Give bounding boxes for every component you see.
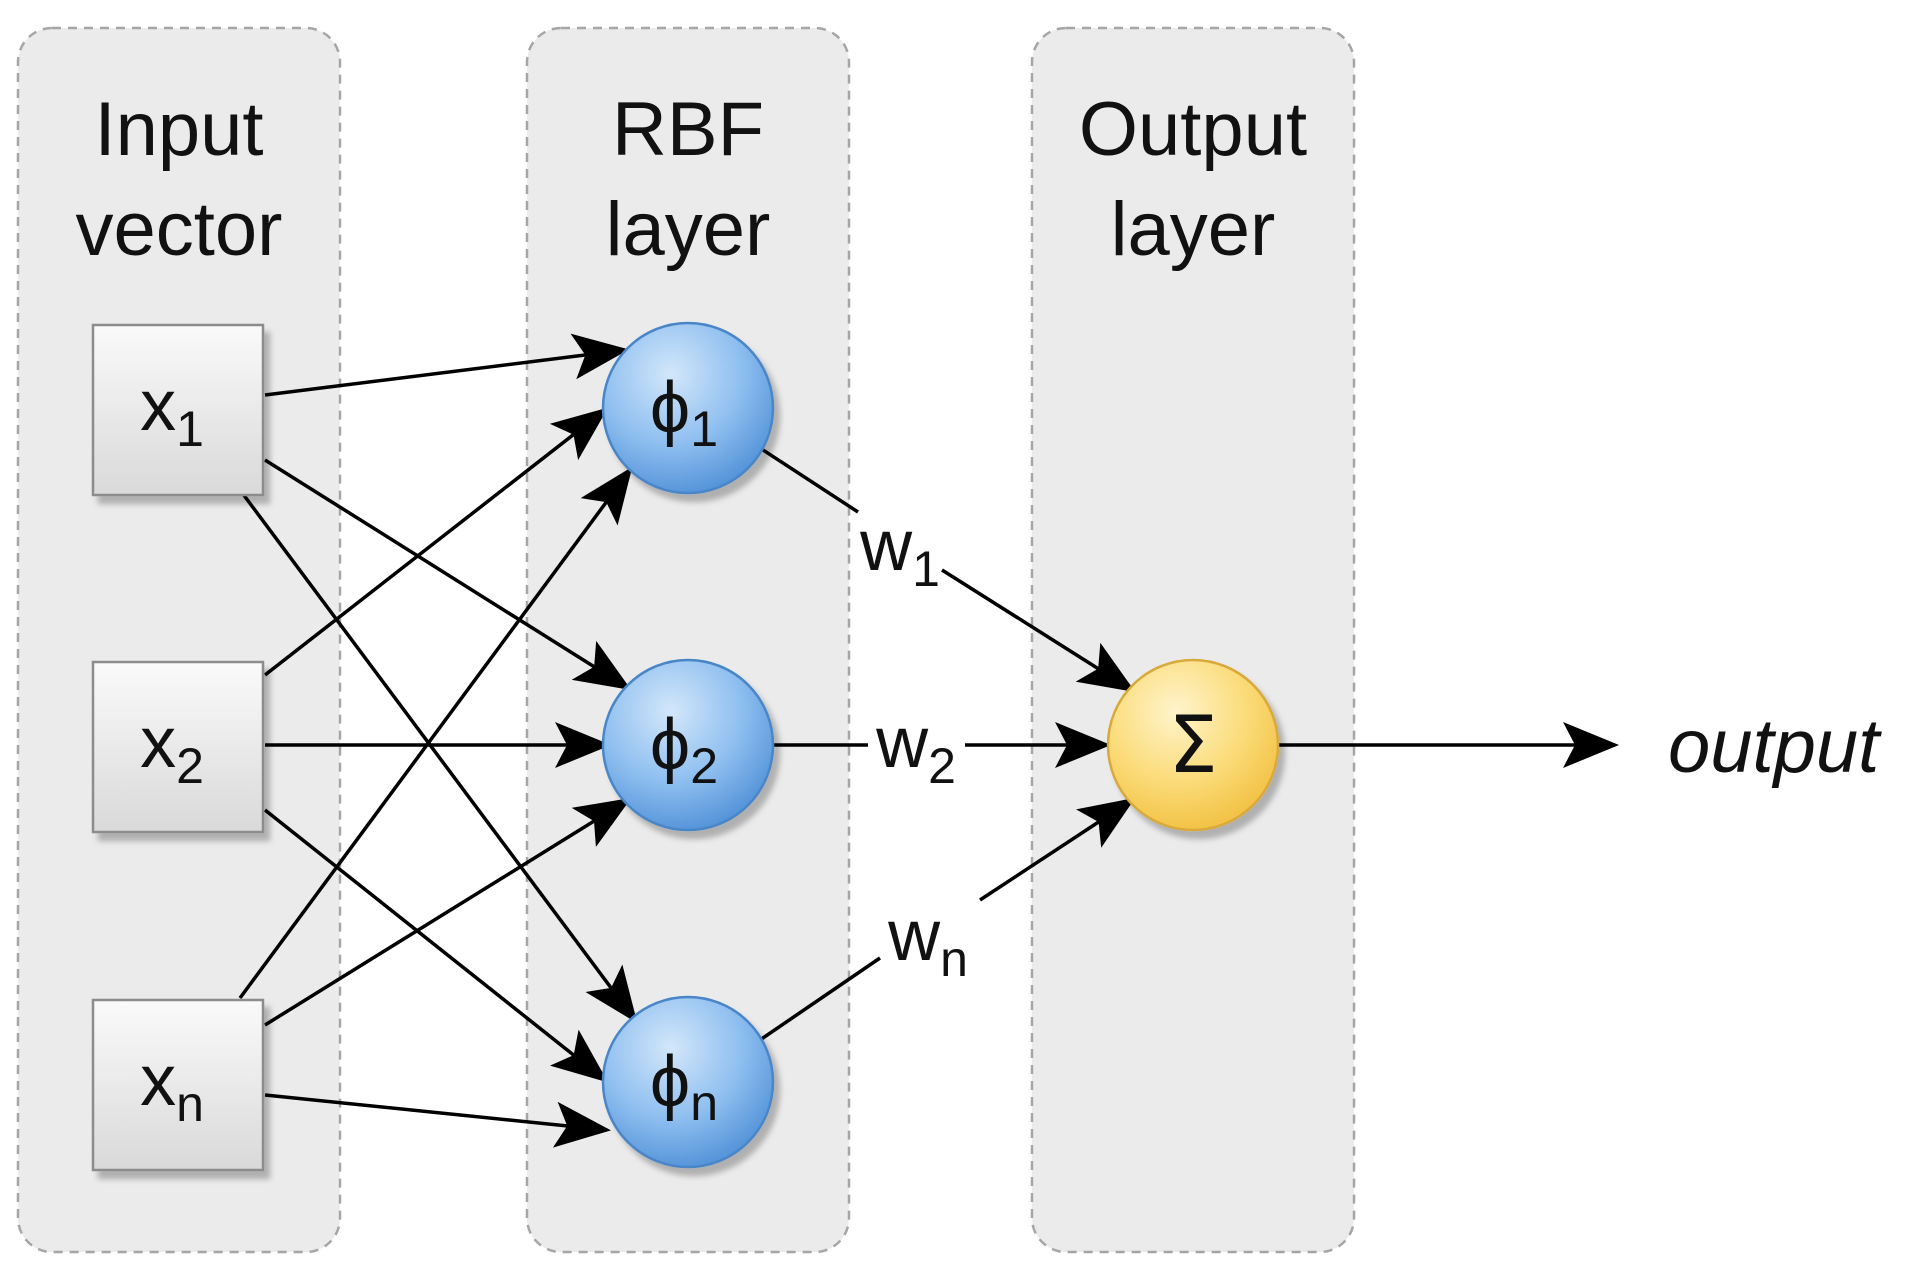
rbf-phin-subscript: n: [690, 1075, 718, 1131]
input-x1-subscript: 1: [176, 401, 204, 457]
rbf-phi1-symbol: ϕ: [650, 368, 690, 448]
edge-xn-phi1: [238, 466, 633, 1000]
input-xn-subscript: n: [176, 1076, 204, 1132]
input-panel-title-line2: vector: [76, 187, 283, 272]
rbf-phi2-subscript: 2: [690, 738, 718, 794]
input-x2-subscript: 2: [176, 738, 204, 794]
weight-w2-symbol: w: [875, 703, 929, 783]
input-x2-symbol: x: [140, 703, 176, 783]
edge-xn-phin: [264, 1093, 611, 1148]
sum-symbol: Σ: [1168, 701, 1217, 791]
svg-text:ϕ1: ϕ1: [650, 368, 718, 457]
rbf-node-phin: ϕn: [601, 995, 775, 1169]
edge-xn-phi2: [264, 797, 632, 1027]
input-node-xn: xn: [91, 998, 265, 1172]
svg-text:w1: w1: [859, 506, 940, 597]
edge-x2-phi1: [263, 407, 609, 677]
output-label: output: [1668, 704, 1882, 789]
output-panel-title-line2: layer: [1111, 187, 1276, 272]
edge-x1-phi2: [264, 458, 632, 691]
rbf-to-sum-connections: [759, 446, 1136, 1042]
svg-text:wn: wn: [887, 896, 968, 987]
edge-w1-sum: [941, 568, 1136, 693]
output-layer-panel: Output layer: [1030, 26, 1356, 1254]
svg-text:ϕn: ϕn: [650, 1042, 718, 1131]
weight-label-wn: wn: [887, 896, 968, 987]
edge-x2-phin: [263, 808, 609, 1083]
input-panel-title-line1: Input: [94, 87, 263, 172]
edge-wn-sum: [979, 797, 1136, 902]
rbf-node-phi1: ϕ1: [601, 321, 775, 495]
rbf-phi2-symbol: ϕ: [650, 705, 690, 785]
weight-label-w2: w2: [875, 703, 956, 794]
svg-text:x1: x1: [140, 366, 204, 457]
input-xn-symbol: x: [140, 1041, 176, 1121]
rbf-phin-symbol: ϕ: [650, 1042, 690, 1122]
edge-phin-wn-segment: [759, 956, 881, 1042]
edge-x1-phi1: [264, 333, 629, 397]
weight-wn-subscript: n: [940, 931, 968, 987]
input-to-rbf-connections: [238, 333, 638, 1148]
weight-w1-symbol: w: [859, 506, 913, 586]
rbf-panel-title-line2: layer: [606, 187, 771, 272]
input-node-x2: x2: [91, 660, 265, 834]
rbf-panel-title-line1: RBF: [612, 87, 764, 172]
rbf-phi1-subscript: 1: [690, 401, 718, 457]
svg-text:ϕ2: ϕ2: [650, 705, 718, 794]
rbf-node-phi2: ϕ2: [601, 658, 775, 832]
output-panel-title-line1: Output: [1079, 87, 1307, 172]
summation-node: Σ: [1106, 658, 1280, 832]
svg-text:w2: w2: [875, 703, 956, 794]
edge-x1-phin: [238, 488, 638, 1024]
svg-text:xn: xn: [140, 1041, 204, 1132]
svg-text:x2: x2: [140, 703, 204, 794]
weight-label-w1: w1: [859, 506, 940, 597]
edge-phi1-w1-segment: [759, 446, 859, 514]
weight-wn-symbol: w: [887, 896, 941, 976]
input-x1-symbol: x: [140, 366, 176, 446]
weight-w1-subscript: 1: [912, 541, 940, 597]
weight-w2-subscript: 2: [928, 738, 956, 794]
input-node-x1: x1: [91, 323, 265, 497]
